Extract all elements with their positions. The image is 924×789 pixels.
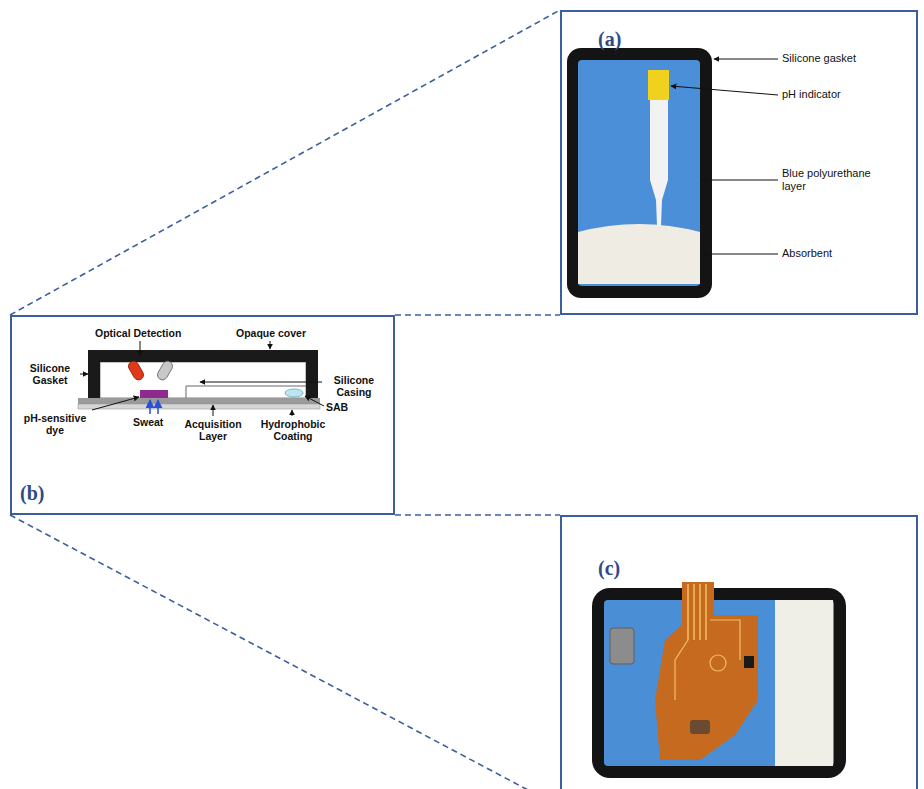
led-body bbox=[127, 359, 146, 381]
part-label: SAB bbox=[326, 401, 348, 413]
sweat-arrow bbox=[157, 400, 159, 414]
schematic-b bbox=[78, 341, 324, 416]
chip bbox=[744, 656, 754, 668]
leader-line bbox=[671, 86, 778, 95]
part-label: Blue polyurethane layer bbox=[782, 167, 887, 192]
led bbox=[127, 359, 146, 381]
leader-line bbox=[270, 341, 271, 349]
pcb-trace bbox=[705, 584, 707, 640]
part-label: pH-sensitive dye bbox=[18, 412, 92, 436]
ph-dye bbox=[140, 390, 168, 398]
leader-line bbox=[714, 59, 778, 60]
opaque-cover bbox=[88, 350, 318, 362]
pcb-trace bbox=[693, 584, 695, 640]
part-label: Silicone Gasket bbox=[22, 362, 78, 386]
silicone-gasket bbox=[567, 48, 712, 298]
pcb-trace bbox=[687, 584, 689, 640]
zoom-line bbox=[10, 515, 560, 789]
flex-pcb bbox=[655, 582, 758, 760]
leader-line bbox=[92, 397, 139, 410]
gasket-wall bbox=[306, 350, 318, 398]
part-label: Silicone Casing bbox=[326, 374, 382, 398]
component bbox=[690, 720, 710, 734]
leader-line bbox=[292, 410, 293, 416]
leader-line bbox=[80, 374, 88, 375]
zoom-line bbox=[395, 514, 560, 516]
polyurethane-layer bbox=[578, 60, 700, 286]
absorbent-pad bbox=[578, 224, 700, 284]
leader-line bbox=[702, 254, 778, 255]
pcb-pad bbox=[710, 655, 726, 671]
acquisition-layer bbox=[78, 398, 320, 404]
leader-line bbox=[702, 180, 778, 181]
leader-line bbox=[140, 341, 141, 356]
part-label: pH indicator bbox=[782, 88, 841, 101]
sweat-arrow bbox=[149, 400, 151, 414]
part-label: Absorbent bbox=[782, 247, 832, 260]
leader-line bbox=[305, 396, 324, 406]
casing-outline bbox=[186, 386, 187, 398]
part-label: Acquisition Layer bbox=[180, 418, 246, 442]
zoom-line bbox=[10, 10, 560, 315]
ph-indicator-spot bbox=[648, 70, 669, 100]
panel-letter: (a) bbox=[598, 28, 621, 50]
patch-photo-a bbox=[567, 48, 778, 298]
detector-body bbox=[156, 359, 175, 381]
patch-photo-c bbox=[592, 582, 846, 778]
zoom-line bbox=[395, 314, 560, 316]
panel-frame: (c) bbox=[560, 515, 918, 789]
pcb-trace bbox=[699, 584, 701, 640]
part-label: Hydrophobic Coating bbox=[254, 418, 332, 442]
panel-letter: (b) bbox=[20, 482, 44, 504]
leader-line bbox=[213, 405, 214, 416]
hydrophobic-coating bbox=[78, 404, 320, 409]
sensor-window bbox=[610, 628, 634, 664]
sab-bead bbox=[285, 389, 303, 397]
panel-frame: (a) bbox=[560, 10, 918, 315]
part-label: Optical Detection bbox=[95, 327, 181, 339]
part-label: Silicone gasket bbox=[782, 52, 856, 65]
pcb-trace bbox=[710, 620, 740, 660]
photodetector bbox=[156, 359, 175, 381]
casing-outline bbox=[186, 386, 306, 387]
pcb-trace bbox=[675, 640, 688, 700]
panel-letter: (c) bbox=[598, 557, 620, 579]
channel bbox=[650, 100, 668, 226]
gasket-wall bbox=[88, 350, 100, 398]
leader-line bbox=[200, 382, 322, 383]
absorbent-pad bbox=[775, 600, 833, 766]
part-label: Sweat bbox=[133, 416, 163, 428]
part-label: Opaque cover bbox=[236, 327, 306, 339]
